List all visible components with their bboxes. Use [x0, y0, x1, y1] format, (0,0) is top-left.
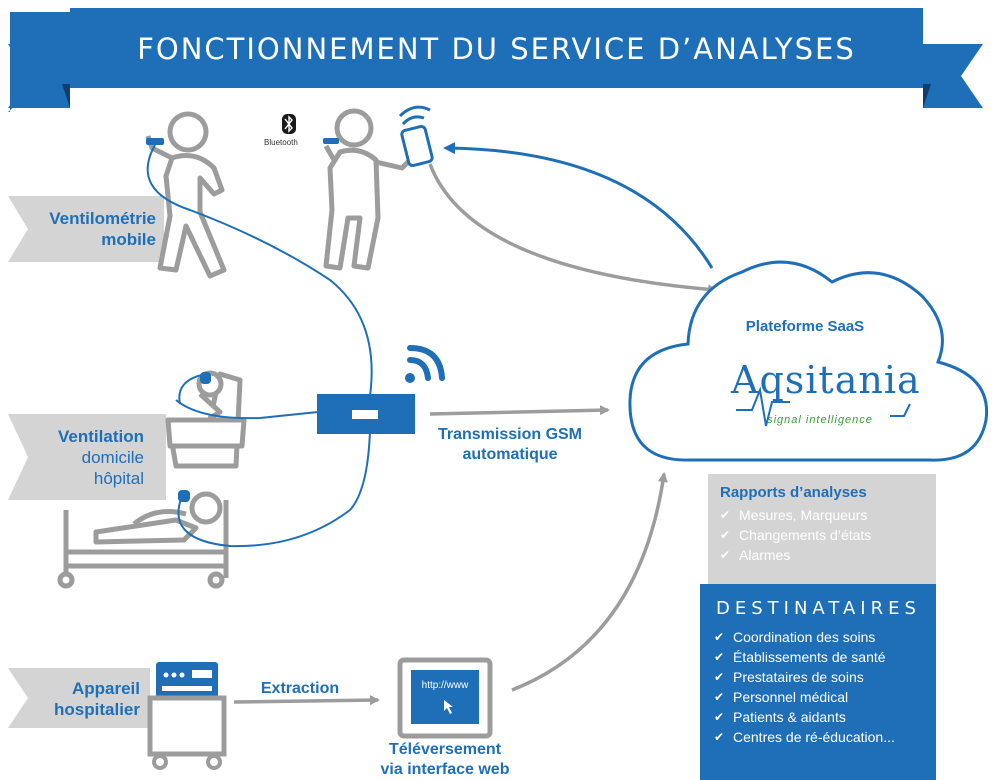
reports-item-label: Alarmes [739, 547, 791, 563]
phone-person-icon [323, 108, 414, 271]
source-home-line3: hôpital [93, 469, 144, 488]
arrow-cloud-to-phone [443, 142, 714, 269]
armchair-person-icon [165, 370, 247, 469]
recipient-item: ✔ Patients & aidants [714, 707, 936, 727]
source-home-label: Ventilation domicile hôpital [20, 426, 144, 489]
check-icon: ✔ [714, 630, 725, 644]
check-icon: ✔ [714, 730, 725, 744]
arrow-phone-to-cloud [428, 163, 718, 295]
page-title: FONCTIONNEMENT DU SERVICE D’ANALYSES [137, 32, 856, 66]
upload-label-line1: Téléversement [388, 741, 502, 758]
hospital-machine-icon [147, 662, 227, 770]
reports-panel: Rapports d’analyses ✔ Mesures, Marqueurs … [708, 474, 936, 584]
recipient-item-label: Coordination des soins [733, 629, 876, 645]
ventilator-box-icon [317, 394, 415, 434]
source-hospital-line2: hospitalier [54, 700, 140, 719]
cloud-icon [628, 260, 989, 462]
web-screen-url: http://www [421, 680, 469, 691]
logo-signal-line [736, 386, 911, 427]
arrow-extraction [233, 695, 380, 706]
check-icon: ✔ [714, 710, 725, 724]
check-icon: ✔ [720, 548, 731, 562]
gsm-label: Transmission GSM automatique [430, 425, 590, 465]
arrow-gsm [429, 405, 610, 416]
source-mobile-line2: mobile [101, 230, 156, 249]
recipient-item: ✔ Coordination des soins [714, 627, 936, 647]
source-hospital-line1: Appareil [71, 679, 140, 698]
cable-mobile [146, 144, 373, 397]
recipients-panel: DESTINATAIRES ✔ Coordination des soins ✔ É… [700, 584, 936, 780]
recipient-item: ✔ Prestataires de soins [714, 667, 936, 687]
source-hospital-label: Appareil hospitalier [20, 678, 140, 720]
upload-label-line2: via interface web [380, 761, 510, 778]
source-mobile-line1: Ventilométrie [49, 209, 156, 228]
extraction-label: Extraction [260, 680, 340, 697]
source-home-line1: Ventilation [58, 427, 144, 446]
reports-item: ✔ Alarmes [720, 545, 936, 565]
platform-title: Plateforme SaaS [745, 318, 865, 335]
bluetooth-label: Bluetooth [264, 138, 298, 147]
recipient-item: ✔ Centres de ré-éducation... [714, 727, 936, 747]
spirometer-icon [146, 138, 164, 145]
wifi-signal-icon [405, 345, 445, 383]
recipient-item-label: Personnel médical [733, 689, 849, 705]
upload-label: Téléversement via interface web [370, 740, 520, 780]
recipient-item: ✔ Personnel médical [714, 687, 936, 707]
recipients-list: ✔ Coordination des soins ✔ Établissements … [714, 627, 936, 747]
reports-title: Rapports d’analyses [720, 484, 867, 501]
gsm-label-line2: automatique [462, 446, 558, 463]
platform-logo-tagline: signal intelligence [767, 414, 873, 426]
tab-bg-mobile [8, 196, 164, 262]
check-icon: ✔ [720, 528, 731, 542]
banner-ribbon [8, 8, 983, 112]
reports-item-label: Changements d’états [739, 527, 872, 543]
platform-logo-name: Aqsitania [731, 358, 921, 402]
reports-list: ✔ Mesures, Marqueurs ✔ Changements d’états… [720, 505, 936, 565]
recipient-item-label: Patients & aidants [733, 709, 846, 725]
bluetooth-icon [282, 114, 296, 134]
smartphone-icon [398, 105, 434, 168]
reports-item: ✔ Mesures, Marqueurs [720, 505, 936, 525]
gsm-label-line1: Transmission GSM [437, 426, 583, 443]
recipient-item: ✔ Établissements de santé [714, 647, 936, 667]
reports-item-label: Mesures, Marqueurs [739, 507, 868, 523]
check-icon: ✔ [714, 670, 725, 684]
recipient-item-label: Établissements de santé [733, 649, 886, 665]
recipients-title: DESTINATAIRES [716, 598, 921, 619]
recipient-item-label: Centres de ré-éducation... [733, 729, 895, 745]
tab-bg-hospital [8, 668, 150, 728]
cable-chair [175, 399, 319, 420]
check-icon: ✔ [720, 508, 731, 522]
tab-bg-home [8, 414, 166, 500]
recipient-item-label: Prestataires de soins [733, 669, 864, 685]
source-mobile-label: Ventilométrie mobile [20, 208, 156, 250]
check-icon: ✔ [714, 650, 725, 664]
mini-spirometer-icon [323, 138, 339, 144]
reports-item: ✔ Changements d’états [720, 525, 936, 545]
check-icon: ✔ [714, 690, 725, 704]
monitor-icon [397, 657, 493, 739]
cable-bed [177, 429, 371, 548]
source-home-line2: domicile [81, 448, 144, 467]
arrow-upload [511, 472, 668, 692]
mask-chair [200, 372, 211, 384]
